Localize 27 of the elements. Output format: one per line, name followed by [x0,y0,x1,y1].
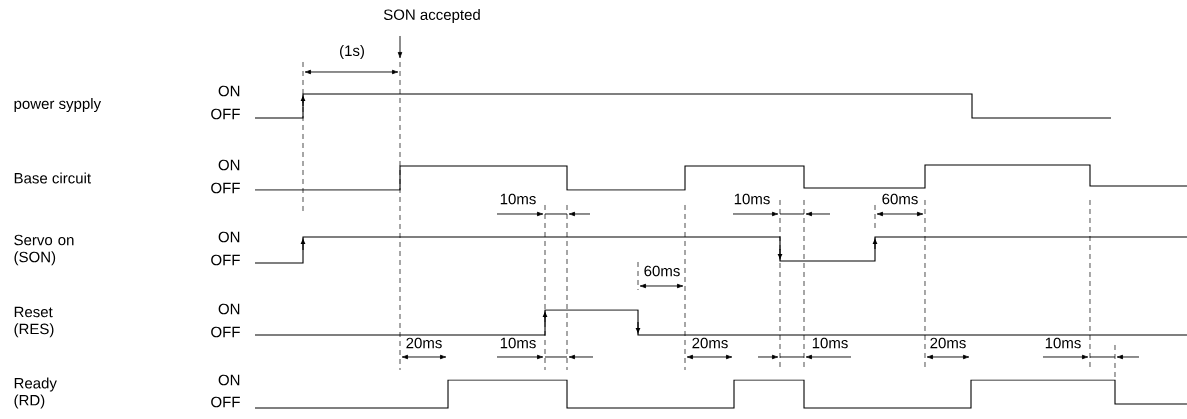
time-label: 60ms [644,265,680,277]
state-label: ON [218,159,240,171]
time-label: 10ms [500,337,536,349]
time-label: 10ms [500,193,536,205]
state-label: ON [218,374,240,386]
annotation: SON accepted [383,9,480,23]
signal-name: power sypply [14,98,102,112]
state-label: OFF [211,254,240,266]
signal-name: Base circuit [14,172,91,184]
signal-name: Reset (RES) [14,306,54,338]
time-label: 20ms [930,337,966,349]
state-label: OFF [211,182,240,194]
time-label: 60ms [882,193,918,205]
time-label: 10ms [812,337,848,349]
signal-name: Servo on (SON) [14,234,74,266]
time-label: 10ms [734,193,770,205]
state-label: ON [218,231,240,243]
state-label: OFF [211,326,240,338]
state-label: ON [218,85,240,97]
state-label: ON [218,303,240,315]
time-label: 20ms [692,337,728,349]
state-label: OFF [211,108,240,120]
time-label: (1s) [340,45,364,59]
time-label: 20ms [406,337,442,349]
state-label: OFF [211,396,240,408]
time-label: 10ms [1045,337,1081,349]
signal-name: Ready (RD) [14,377,57,409]
